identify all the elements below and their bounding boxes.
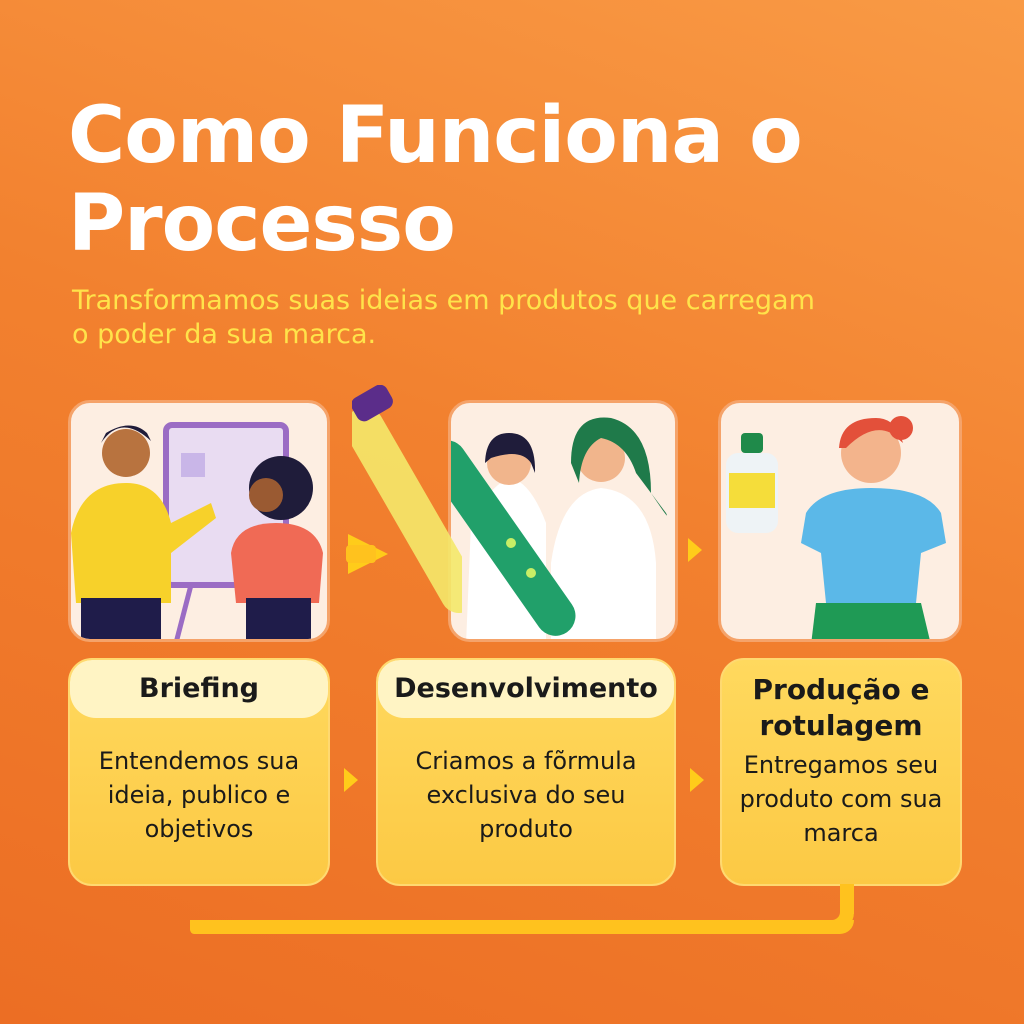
arrow-shaft bbox=[346, 545, 376, 563]
page-subtitle: Transformamos suas ideias em produtos qu… bbox=[72, 285, 815, 350]
page-title: Como Funciona o Processo bbox=[68, 91, 803, 269]
step-title: Desenvolvimento bbox=[378, 660, 674, 718]
arrow-icon bbox=[688, 538, 702, 562]
step-description: Criamos a fõrmula exclusiva do seu produ… bbox=[415, 747, 637, 843]
step-card-producao: Produção e rotulagem Entregamos seu prod… bbox=[720, 658, 962, 886]
step-card-briefing: Briefing Entendemos sua ideia, publico e… bbox=[68, 658, 330, 886]
step-title: Produção e rotulagem bbox=[752, 673, 930, 742]
step-title: Briefing bbox=[70, 660, 328, 718]
development-illustration bbox=[448, 400, 678, 642]
arrow-icon bbox=[344, 768, 358, 792]
briefing-illustration bbox=[68, 400, 330, 642]
step-description: Entendemos sua ideia, publico e objetivo… bbox=[98, 747, 300, 843]
production-illustration bbox=[718, 400, 962, 642]
step-description: Entregamos seu produto com sua marca bbox=[739, 751, 943, 847]
connector-line bbox=[190, 920, 854, 934]
arrow-icon bbox=[690, 768, 704, 792]
step-card-desenvolvimento: Desenvolvimento Criamos a fõrmula exclus… bbox=[376, 658, 676, 886]
test-tube-icon bbox=[352, 385, 462, 614]
